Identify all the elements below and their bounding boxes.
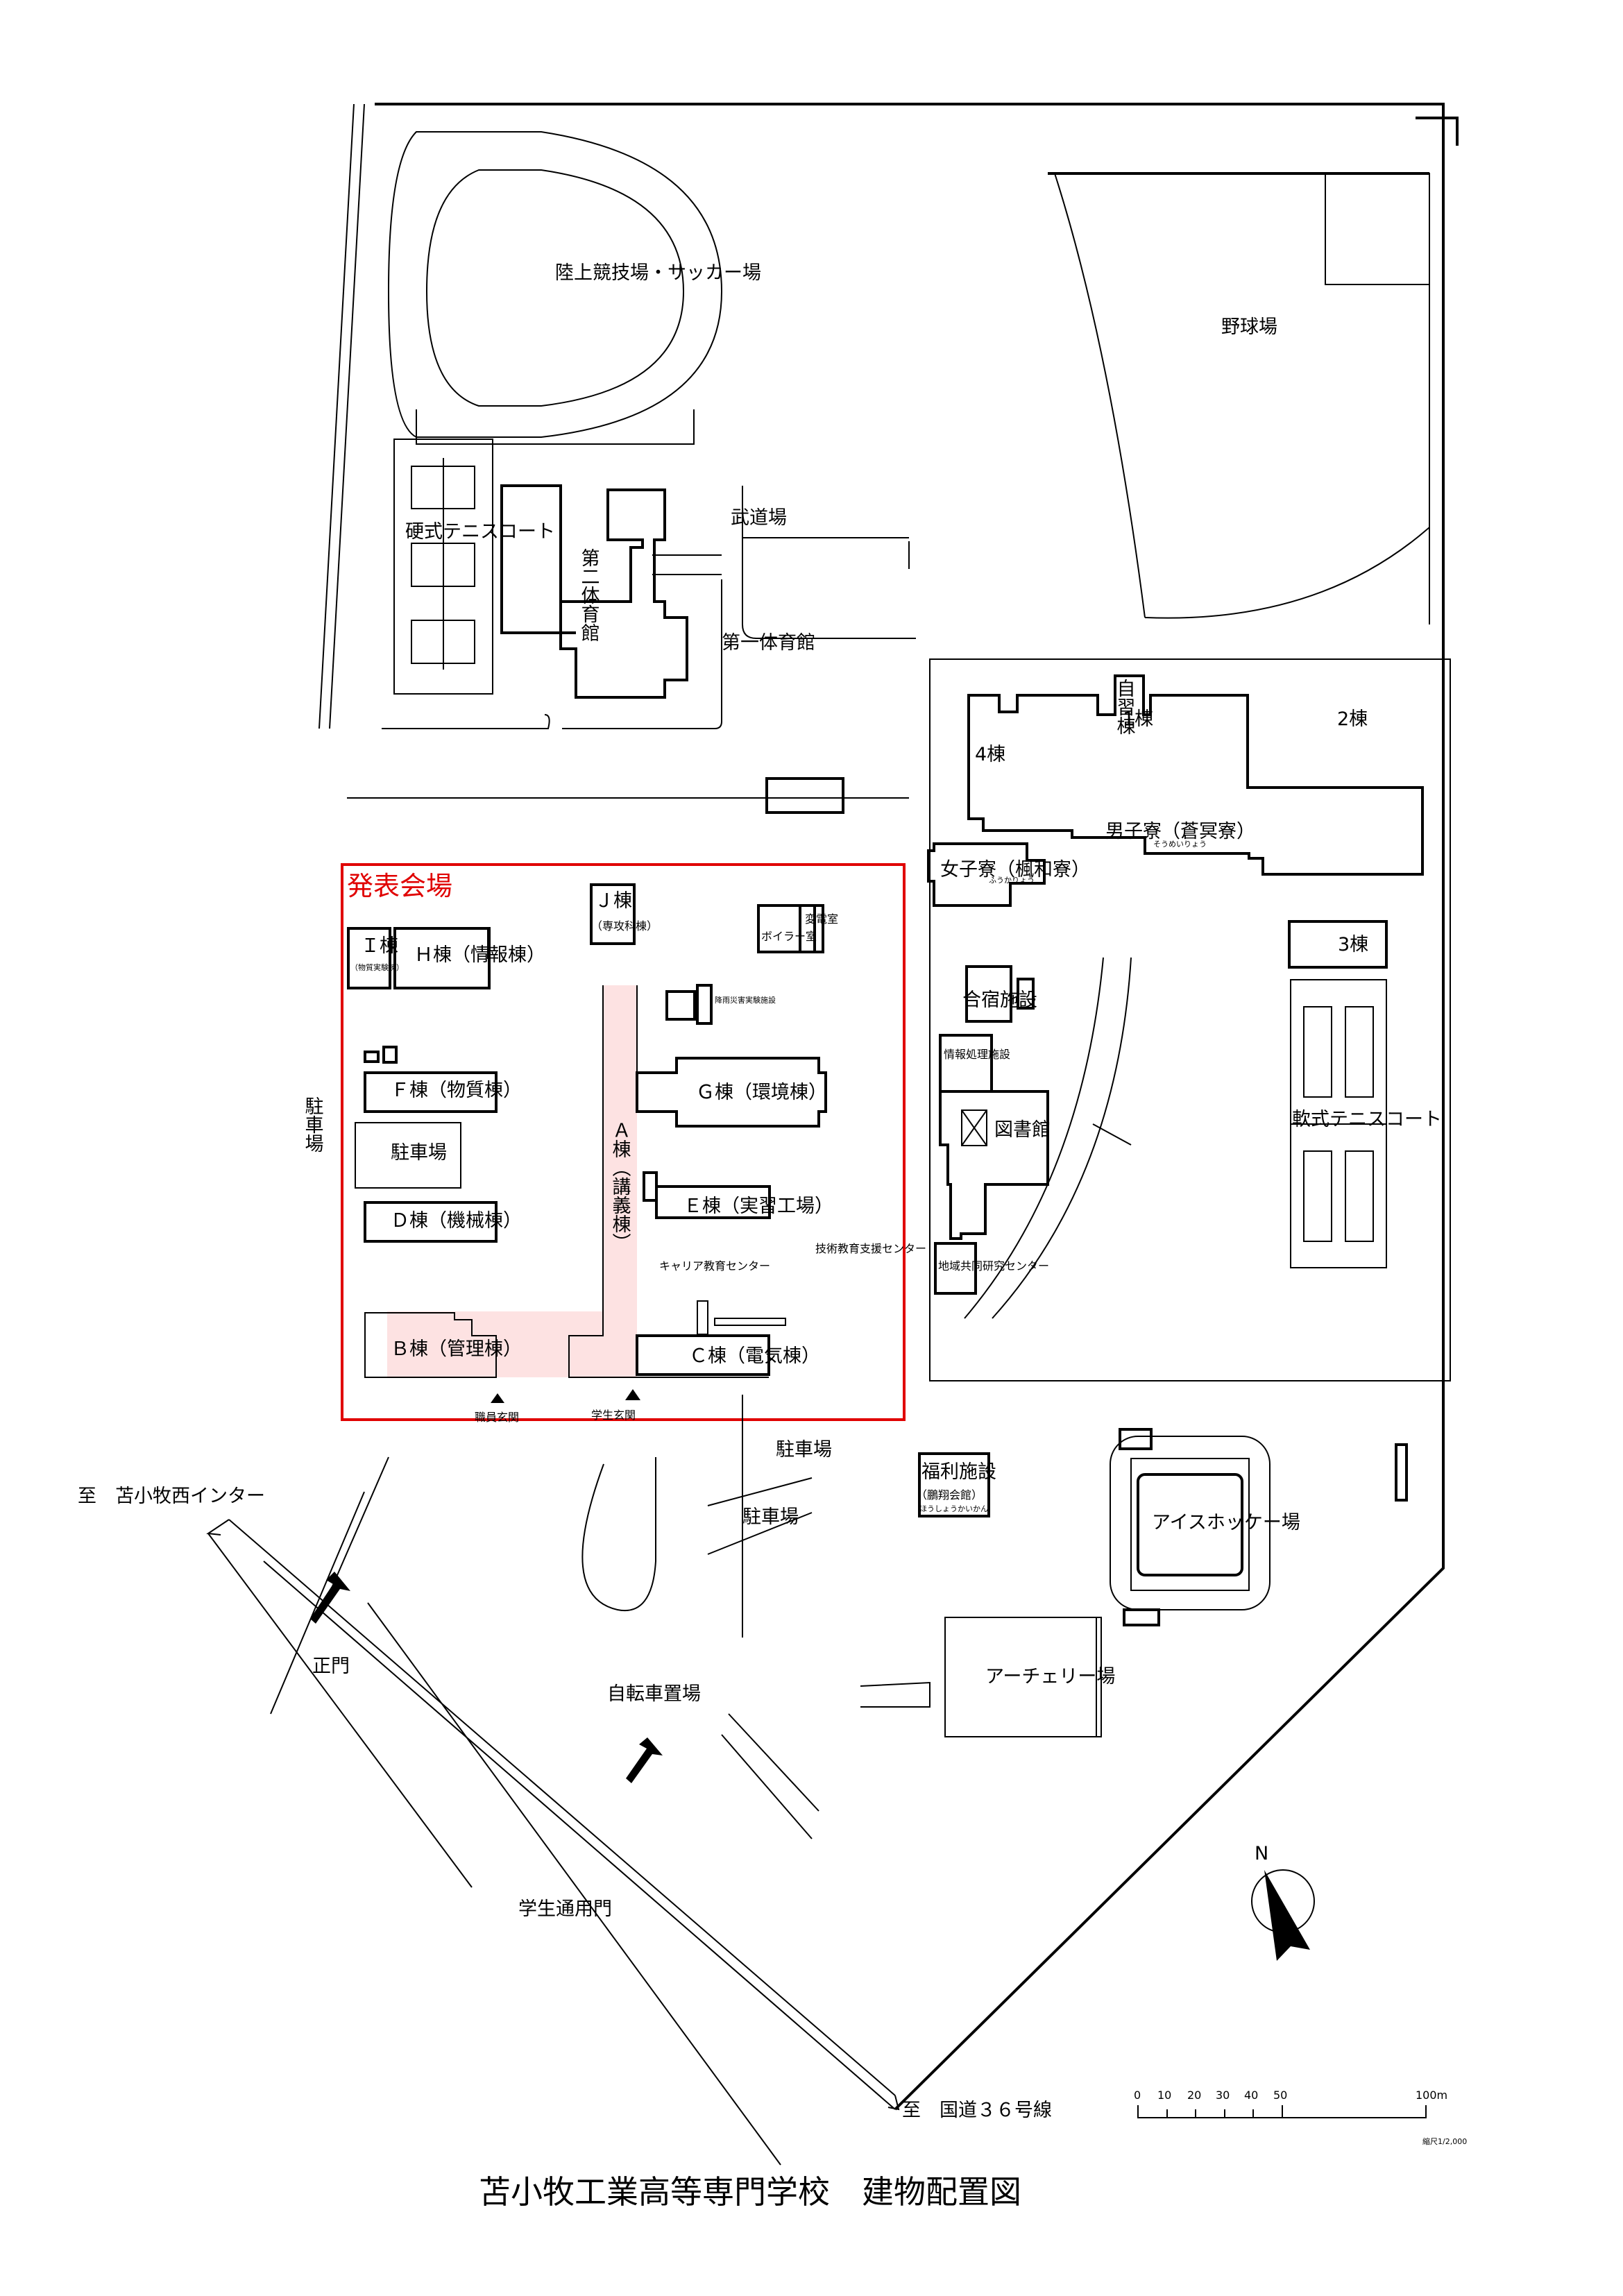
label-f-bldg: Ｆ棟（物質棟） — [391, 1080, 522, 1101]
label-boys-dorm: 男子寮（蒼冥寮） — [1105, 821, 1255, 842]
label-main-gate: 正門 — [312, 1656, 350, 1677]
label-parking-south2: 駐車場 — [742, 1506, 799, 1528]
label-welfare-ruby: ほうしょうかいかん — [919, 1504, 988, 1513]
label-gym2: 第二体育館 — [578, 548, 600, 642]
label-athletics: 陸上競技場・サッカー場 — [555, 262, 761, 284]
label-budojo: 武道場 — [731, 507, 787, 529]
hard-tennis-courts — [393, 439, 493, 695]
label-dorm-4: 4棟 — [975, 744, 1005, 765]
to-route36-arrow — [887, 2095, 900, 2111]
label-a-bldg: Ａ棟（講義棟） — [609, 1121, 631, 1252]
label-ice-hockey: アイスホッケー場 — [1152, 1512, 1300, 1533]
label-parking-south1: 駐車場 — [776, 1439, 832, 1461]
venue-frame — [341, 863, 906, 1421]
southwest-roads — [207, 1395, 931, 2166]
label-to-route36: 至 国道３６号線 — [902, 2100, 1052, 2121]
label-i-bldg-sub: （物質実験棟） — [350, 962, 404, 972]
dorm-area — [927, 658, 1451, 1381]
label-soft-tennis: 軟式テニスコート — [1292, 1109, 1442, 1130]
label-to-west-ic: 至 苫小牧西インター — [78, 1486, 265, 1507]
label-student-entrance: 学生玄関 — [591, 1409, 636, 1422]
label-dorm-1: 1棟 — [1123, 708, 1153, 730]
label-bike-parking: 自転車置場 — [607, 1683, 701, 1705]
label-c-bldg: Ｃ棟（電気棟） — [689, 1345, 820, 1367]
athletics-track — [387, 131, 723, 445]
staff-entrance-marker — [491, 1393, 504, 1403]
label-substation: 変電室 — [805, 912, 838, 926]
label-welfare-sub: （鵬翔会館） — [916, 1488, 983, 1502]
label-library: 図書館 — [994, 1119, 1051, 1141]
main-gate-arrow — [310, 1572, 350, 1624]
label-student-gate: 学生通用門 — [518, 1898, 612, 1920]
label-hard-tennis: 硬式テニスコート — [405, 521, 555, 543]
label-jishu: 自習棟 — [1114, 679, 1136, 735]
campus-boundary — [318, 103, 1459, 2111]
soft-tennis-courts — [1290, 979, 1387, 1268]
venue-label: 発表会場 — [347, 871, 452, 901]
label-baseball: 野球場 — [1221, 316, 1277, 338]
scale-tick-label: 50 — [1273, 2089, 1287, 2102]
roads-north — [347, 486, 916, 814]
label-b-bldg: Ｂ棟（管理棟） — [391, 1338, 522, 1360]
compass-icon — [1251, 1869, 1315, 1961]
label-archery: アーチェリー場 — [985, 1666, 1115, 1687]
scale-tick-label: 100m — [1416, 2089, 1447, 2102]
label-camp: 合宿施設 — [962, 989, 1037, 1011]
label-tech-center: 技術教育支援センター — [815, 1242, 926, 1255]
library-area — [934, 957, 1132, 1319]
map-title: 苫小牧工業高等専門学校 建物配置図 — [479, 2173, 1021, 2211]
label-gym1: 第一体育館 — [722, 632, 815, 654]
label-e-bldg: Ｅ棟（実習工場） — [683, 1196, 833, 1217]
label-career-center: キャリア教育センター — [659, 1259, 770, 1273]
label-parking-inner: 駐車場 — [391, 1142, 447, 1164]
gym-complex — [500, 484, 688, 699]
scale-tick-label: 0 — [1134, 2089, 1141, 2102]
label-boiler: ボイラー室 — [761, 930, 817, 943]
venue-highlight — [387, 985, 637, 1377]
label-g-bldg: Ｇ棟（環境棟） — [696, 1082, 827, 1103]
label-info-proc: 情報処理施設 — [944, 1048, 1010, 1061]
venue-buildings — [347, 883, 827, 1378]
south-east-facilities — [918, 1428, 1408, 1737]
label-j-bldg: Ｊ棟 — [595, 890, 632, 912]
label-dorm-3: 3棟 — [1338, 934, 1368, 955]
label-boys-dorm-ruby: そうめいりょう — [1153, 840, 1207, 849]
compass-label: N — [1255, 1843, 1268, 1864]
scale-bar — [1137, 2105, 1427, 2118]
label-regional-center: 地域共同研究センター — [938, 1259, 1049, 1273]
label-welfare: 福利施設 — [921, 1461, 996, 1483]
to-west-ic-arrow — [206, 1519, 230, 1536]
label-d-bldg: Ｄ棟（機械棟） — [391, 1210, 522, 1232]
scale-ratio: 縮尺1/2,000 — [1422, 2136, 1467, 2146]
student-gate-arrow — [626, 1737, 663, 1783]
scale-tick-label: 20 — [1187, 2089, 1201, 2102]
scale-tick-label: 30 — [1216, 2089, 1230, 2102]
label-rain-lab: 降雨災害実験施設 — [715, 995, 776, 1005]
label-girls-dorm: 女子寮（楓和寮） — [940, 859, 1090, 881]
label-parking-west: 駐車場 — [302, 1096, 324, 1153]
label-staff-entrance: 職員玄関 — [475, 1411, 519, 1424]
student-entrance-marker — [625, 1389, 640, 1400]
label-i-bldg: Ｉ棟 — [361, 935, 398, 957]
baseball-field — [1048, 172, 1430, 624]
label-girls-dorm-ruby: ふうかりょう — [989, 876, 1035, 885]
label-h-bldg: Ｈ棟（情報棟） — [414, 944, 545, 966]
scale-tick-label: 40 — [1244, 2089, 1258, 2102]
label-j-bldg-sub: （専攻科棟） — [591, 919, 658, 933]
label-dorm-2: 2棟 — [1337, 708, 1368, 730]
scale-tick-label: 10 — [1157, 2089, 1171, 2102]
a-building-outline — [568, 985, 769, 1378]
